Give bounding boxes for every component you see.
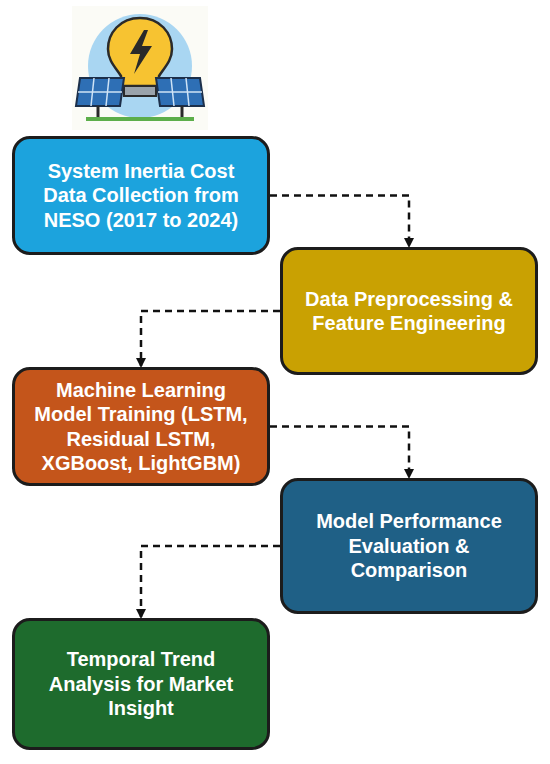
- solar-bulb-icon: [72, 6, 208, 130]
- bolt-symbol: [130, 30, 152, 74]
- process-box: System Inertia Cost Data Collection from…: [12, 136, 270, 255]
- box-label: System Inertia Cost Data Collection from…: [27, 159, 255, 232]
- bulb-glass: [108, 18, 172, 86]
- box-label: Machine Learning Model Training (LSTM, R…: [27, 378, 255, 476]
- process-box: Data Preprocessing & Feature Engineering: [280, 247, 538, 375]
- ground-line: [86, 117, 194, 121]
- process-box: Machine Learning Model Training (LSTM, R…: [12, 367, 270, 486]
- solar-panel-left: [76, 78, 124, 118]
- box-label: Temporal Trend Analysis for Market Insig…: [27, 647, 255, 720]
- box-label: Model Performance Evaluation & Compariso…: [295, 509, 523, 582]
- box-content: Model Performance Evaluation & Compariso…: [295, 509, 523, 582]
- box-content: Data Preprocessing & Feature Engineering: [295, 287, 523, 336]
- box-content: System Inertia Cost Data Collection from…: [27, 159, 255, 232]
- solar-panel-right: [156, 78, 204, 118]
- bulb-base: [124, 86, 156, 96]
- dashed-arrow: [141, 311, 280, 366]
- process-box: Model Performance Evaluation & Compariso…: [280, 478, 538, 614]
- box-content: Temporal Trend Analysis for Market Insig…: [27, 647, 255, 720]
- box-label: Data Preprocessing & Feature Engineering: [295, 287, 523, 336]
- dashed-arrow: [141, 546, 280, 617]
- dashed-arrow: [270, 427, 409, 478]
- icon-background: [72, 6, 208, 130]
- process-box: Temporal Trend Analysis for Market Insig…: [12, 618, 270, 750]
- dashed-arrow: [270, 196, 409, 247]
- box-content: Machine Learning Model Training (LSTM, R…: [27, 378, 255, 476]
